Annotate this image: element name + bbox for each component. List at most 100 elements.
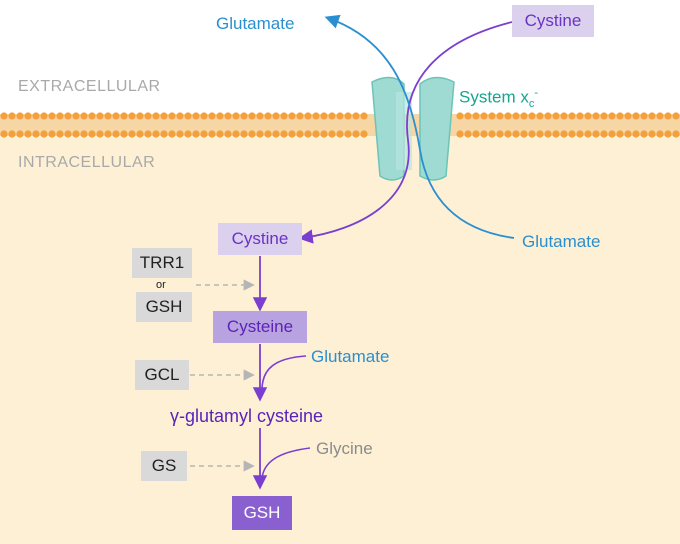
lipid-head <box>296 112 304 120</box>
glycine-label: Glycine <box>316 439 373 458</box>
lipid-head <box>120 112 128 120</box>
lipid-head <box>152 130 160 138</box>
lipid-head <box>160 130 168 138</box>
lipid-head <box>40 130 48 138</box>
glutamate-intracellular-label: Glutamate <box>522 232 601 251</box>
lipid-head <box>232 130 240 138</box>
lipid-head <box>96 130 104 138</box>
lipid-head <box>112 130 120 138</box>
lipid-head <box>560 112 568 120</box>
lipid-head <box>648 130 656 138</box>
lipid-head <box>568 112 576 120</box>
lipid-head <box>104 112 112 120</box>
lipid-head <box>360 130 368 138</box>
lipid-head <box>280 112 288 120</box>
lipid-head <box>456 112 464 120</box>
lipid-head <box>264 130 272 138</box>
lipid-head <box>256 130 264 138</box>
gs-enzyme-box: GS <box>141 451 187 481</box>
lipid-head <box>496 130 504 138</box>
extracellular-label: EXTRACELLULAR <box>18 78 161 95</box>
lipid-head <box>32 130 40 138</box>
glutamate-gcl-label: Glutamate <box>311 347 390 366</box>
lipid-head <box>480 112 488 120</box>
lipid-head <box>240 130 248 138</box>
lipid-head <box>224 112 232 120</box>
lipid-head <box>24 112 32 120</box>
lipid-head <box>88 112 96 120</box>
lipid-head <box>616 130 624 138</box>
lipid-head <box>656 130 664 138</box>
lipid-head <box>352 112 360 120</box>
lipid-head <box>208 130 216 138</box>
lipid-head <box>608 130 616 138</box>
lipid-head <box>144 130 152 138</box>
lipid-head <box>32 112 40 120</box>
lipid-head <box>576 112 584 120</box>
lipid-head <box>456 130 464 138</box>
lipid-head <box>56 112 64 120</box>
lipid-head <box>640 130 648 138</box>
lipid-head <box>336 130 344 138</box>
lipid-head <box>672 130 680 138</box>
lipid-head <box>16 112 24 120</box>
lipid-head <box>256 112 264 120</box>
gcl-enzyme-box: GCL <box>135 360 189 390</box>
transporter-label: System xc- <box>459 88 538 110</box>
lipid-head <box>8 112 16 120</box>
lipid-head <box>528 112 536 120</box>
lipid-head <box>176 112 184 120</box>
lipid-head <box>120 130 128 138</box>
lipid-head <box>464 112 472 120</box>
lipid-head <box>664 130 672 138</box>
lipid-head <box>512 130 520 138</box>
lipid-head <box>272 112 280 120</box>
lipid-head <box>288 112 296 120</box>
intracellular-label: INTRACELLULAR <box>18 154 156 171</box>
lipid-head <box>512 112 520 120</box>
lipid-head <box>72 112 80 120</box>
lipid-head <box>144 112 152 120</box>
lipid-head <box>584 130 592 138</box>
lipid-head <box>64 112 72 120</box>
lipid-head <box>664 112 672 120</box>
lipid-head <box>536 112 544 120</box>
cystine-intracellular-box: Cystine <box>218 223 302 255</box>
lipid-head <box>296 130 304 138</box>
lipid-head <box>520 130 528 138</box>
glycine-join-curve <box>261 447 311 479</box>
lipid-head <box>24 130 32 138</box>
lipid-head <box>80 112 88 120</box>
cystine-import-arrow <box>298 21 513 244</box>
lipid-head <box>520 112 528 120</box>
lipid-head <box>56 130 64 138</box>
lipid-head <box>0 130 8 138</box>
lipid-head <box>600 130 608 138</box>
lipid-head <box>104 130 112 138</box>
lipid-head <box>232 112 240 120</box>
cysteine-box: Cysteine <box>213 311 307 343</box>
lipid-head <box>320 130 328 138</box>
lipid-head <box>624 112 632 120</box>
lipid-head <box>480 130 488 138</box>
lipid-head <box>544 130 552 138</box>
lipid-head <box>352 130 360 138</box>
lipid-head <box>176 130 184 138</box>
gsh-enzyme-box: GSH <box>136 292 192 322</box>
transporter-name: System x <box>459 87 529 107</box>
lipid-head <box>280 130 288 138</box>
lipid-head <box>216 112 224 120</box>
lipid-head <box>312 112 320 120</box>
lipid-head <box>320 112 328 120</box>
lipid-head <box>552 130 560 138</box>
lipid-head <box>48 130 56 138</box>
lipid-head <box>264 112 272 120</box>
lipid-head <box>472 112 480 120</box>
lipid-head <box>560 130 568 138</box>
lipid-head <box>600 112 608 120</box>
lipid-head <box>16 130 24 138</box>
lipid-head <box>592 112 600 120</box>
lipid-head <box>592 130 600 138</box>
lipid-head <box>648 112 656 120</box>
